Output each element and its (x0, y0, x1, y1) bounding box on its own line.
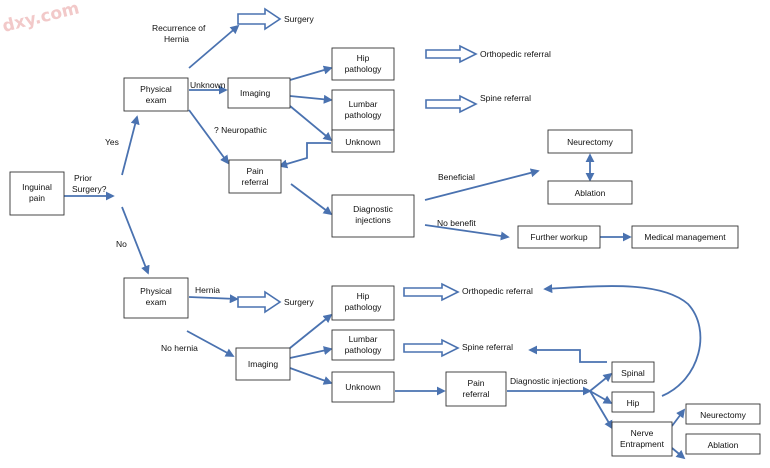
edge-imaging2-unknown (289, 367, 333, 385)
label-diag-injections: Diagnostic injections (510, 376, 587, 386)
svg-text:Unknown: Unknown (345, 382, 381, 392)
svg-text:Neurectomy: Neurectomy (700, 410, 747, 420)
label-hernia: Hernia (195, 285, 220, 295)
block-arrow-surgery-top (237, 7, 282, 31)
edge-exam-recurrence (188, 24, 240, 69)
node-medical-management: Medical management (631, 225, 739, 249)
node-spine-top: Spine referral (480, 93, 531, 103)
edge-exam-hernia (188, 294, 239, 304)
block-arrow-spine-top (425, 94, 478, 114)
node-imaging-bottom: Imaging (235, 347, 291, 381)
edge-prior-no (121, 206, 150, 275)
svg-text:Imaging: Imaging (248, 359, 279, 369)
node-unknown-bottom: Unknown (331, 371, 395, 403)
svg-text:Imaging: Imaging (240, 88, 271, 98)
label-yes: Yes (105, 137, 119, 147)
edge-inj-spinal (589, 372, 613, 392)
node-surgery-top: Surgery (284, 14, 315, 24)
edge-spinal-to-spine (528, 345, 607, 363)
svg-text:Ablation: Ablation (708, 440, 739, 450)
svg-text:Hip: Hip (627, 398, 640, 408)
edge-nerve-ablation (671, 447, 686, 460)
edge-inj-nerve (589, 390, 613, 430)
edges (64, 24, 702, 460)
block-arrow-spine-bottom (403, 338, 460, 358)
node-unknown-top: Unknown (331, 129, 395, 153)
block-arrow-surgery-bottom (237, 290, 282, 314)
edge-prior-yes (121, 115, 140, 176)
edge-pain-to-diag (290, 183, 333, 216)
label-beneficial: Beneficial (438, 172, 475, 182)
edge-hip-to-ortho (543, 284, 702, 397)
node-ortho-bottom: Orthopedic referral (462, 286, 533, 296)
label-no-benefit: No benefit (437, 218, 476, 228)
node-hip-small: Hip (611, 391, 655, 413)
plain-nodes: Surgery Orthopedic referral Spine referr… (284, 14, 551, 352)
svg-text:Medical management: Medical management (644, 232, 726, 242)
edge-diag-nobenefit (424, 224, 510, 241)
label-unknown: Unknown (190, 80, 226, 90)
label-no-hernia: No hernia (161, 343, 198, 353)
node-spine-bottom: Spine referral (462, 342, 513, 352)
svg-text:Unknown: Unknown (345, 137, 381, 147)
edge-imaging2-lumbar (289, 346, 333, 359)
edge-nerve-neurectomy (671, 408, 686, 427)
edge-diag-beneficial (424, 168, 540, 201)
node-neurectomy-bottom: Neurectomy (685, 403, 761, 425)
node-ortho-top: Orthopedic referral (480, 49, 551, 59)
node-further-workup: Further workup (517, 225, 601, 249)
svg-text:Spinal: Spinal (621, 368, 645, 378)
edge-unknown-to-pain (278, 142, 331, 169)
watermark: dxy.com (0, 0, 81, 37)
svg-text:Neurectomy: Neurectomy (567, 137, 614, 147)
node-ablation-top: Ablation (547, 180, 633, 205)
node-surgery-bottom: Surgery (284, 297, 315, 307)
node-ablation-bottom: Ablation (685, 433, 761, 455)
block-arrow-ortho-top (425, 44, 478, 64)
svg-text:Further workup: Further workup (530, 232, 587, 242)
node-spinal: Spinal (611, 361, 655, 383)
block-arrow-ortho-bottom (403, 282, 460, 302)
edge-imaging-unknown (289, 105, 333, 142)
node-imaging-top: Imaging (227, 77, 291, 109)
label-no: No (116, 239, 127, 249)
edge-inj-hip (589, 390, 613, 404)
edge-imaging2-hip (289, 313, 333, 349)
svg-text:Ablation: Ablation (575, 188, 606, 198)
edge-imaging-lumbar (289, 94, 333, 104)
edge-exam-nohernia (186, 330, 235, 357)
edge-imaging-hip (289, 65, 333, 81)
block-arrows (237, 7, 478, 358)
edge-exam-neuropathic (188, 109, 230, 165)
label-neuropathic: ? Neuropathic (214, 125, 268, 135)
node-neurectomy-top: Neurectomy (547, 129, 633, 154)
